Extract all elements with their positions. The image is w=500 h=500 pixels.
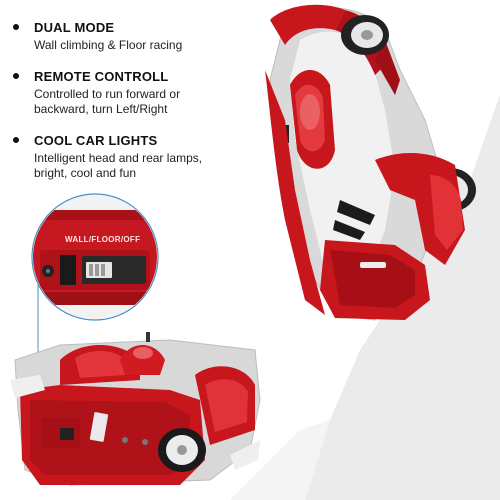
feature-text: Intelligent head and rear lamps, bright,… [34,151,203,180]
wall-car-image [265,4,476,321]
feature-text: Controlled to run forward or backward, t… [34,87,181,116]
feature-title: REMOTE CONTROLL [34,69,169,84]
floor-car-image [10,332,261,486]
feature-remote-control: REMOTE CONTROLL Controlled to run forwar… [13,69,274,117]
feature-list: DUAL MODE Wall climbing & Floor racing R… [13,20,274,197]
bullet-icon [13,24,19,30]
feature-title: COOL CAR LIGHTS [34,133,158,148]
switch-zoom-image [31,193,159,321]
switch-label: WALL/FLOOR/OFF [65,235,141,244]
bullet-icon [13,137,19,143]
feature-car-lights: COOL CAR LIGHTS Intelligent head and rea… [13,133,274,181]
feature-dual-mode: DUAL MODE Wall climbing & Floor racing [13,20,274,53]
feature-title: DUAL MODE [34,20,115,35]
bullet-icon [13,73,19,79]
feature-text: Wall climbing & Floor racing [34,38,183,52]
